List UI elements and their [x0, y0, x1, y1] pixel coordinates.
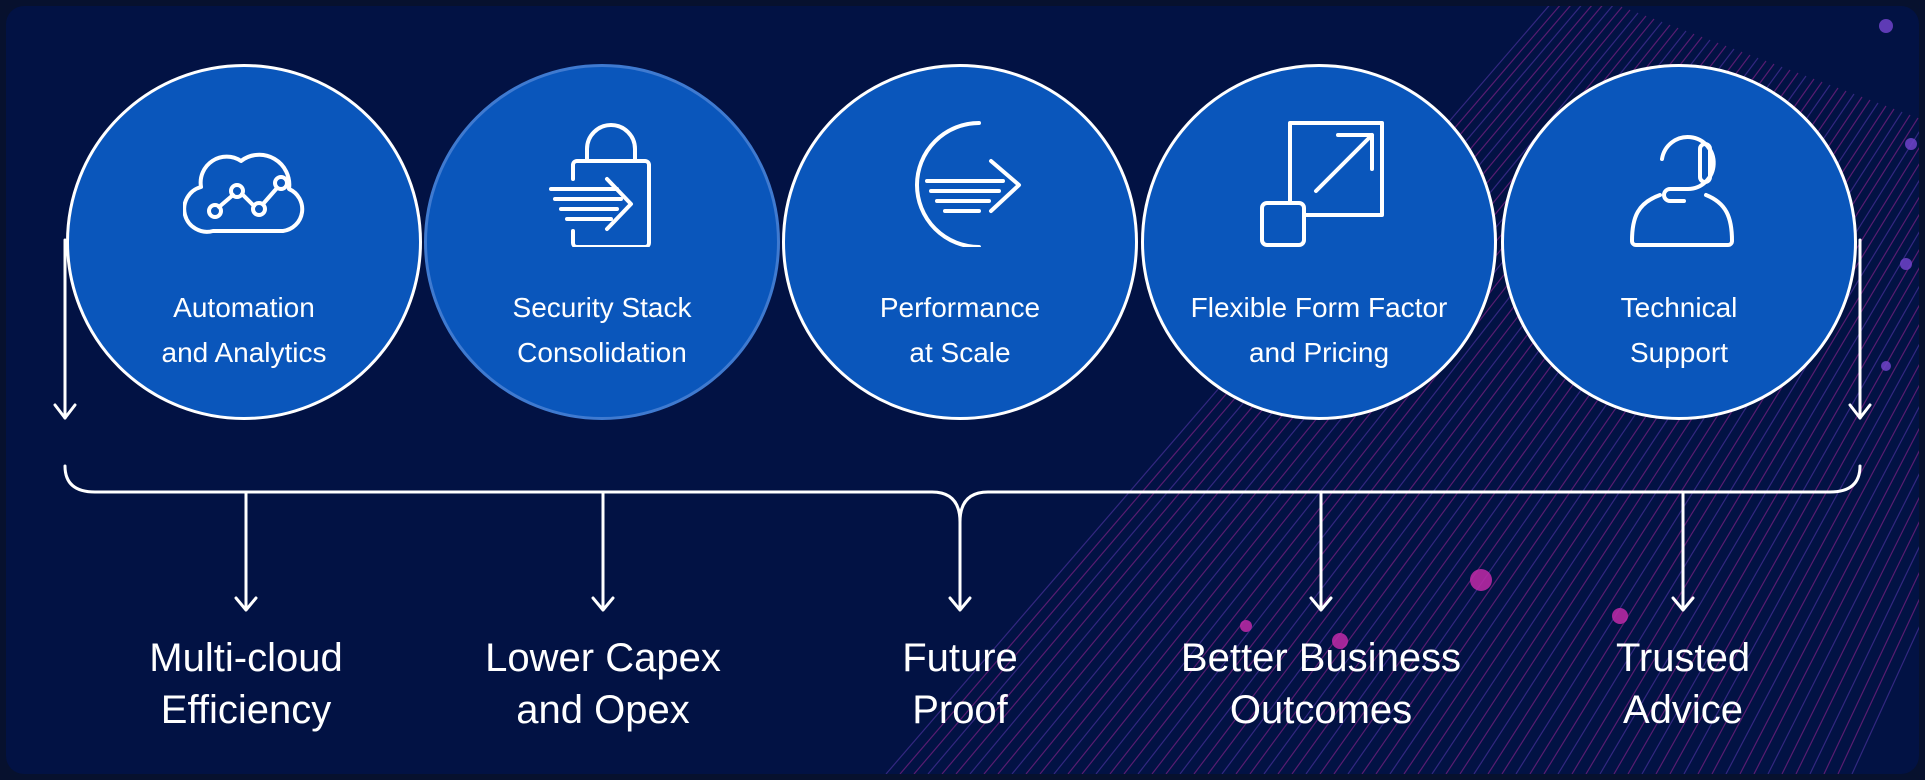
mesh-node [1900, 258, 1912, 270]
right-side-arrowhead [1848, 403, 1872, 420]
mesh-line [1543, 163, 1919, 774]
speed-arrow-icon [915, 121, 1021, 247]
mesh-line [1655, 304, 1919, 774]
mesh-node [1240, 620, 1252, 632]
mesh-node [1905, 138, 1917, 150]
lock-arrow-icon [549, 123, 651, 247]
mesh-node [1332, 633, 1348, 649]
mesh-node [1881, 361, 1891, 371]
outcome-arrow-2 [591, 490, 615, 612]
outcome-arrow-5 [1671, 490, 1695, 612]
outcome-arrow-3 [948, 520, 972, 612]
mesh-line [1627, 267, 1919, 774]
mesh-node [1879, 19, 1893, 33]
headset-agent-icon [1630, 135, 1734, 247]
mesh-line [1851, 626, 1919, 774]
mesh-line [1837, 598, 1919, 774]
cloud-analytics-icon [183, 152, 305, 234]
mesh-line [1683, 343, 1919, 774]
mesh-line [1599, 231, 1919, 774]
mesh-line [1641, 285, 1919, 774]
mesh-line [1529, 146, 1919, 774]
mesh-line [1613, 249, 1919, 774]
mesh-node [1612, 608, 1628, 624]
left-side-arrowhead [53, 403, 77, 420]
mesh-line [1739, 427, 1919, 774]
mesh-line [1697, 364, 1919, 774]
mesh-line [1823, 572, 1919, 774]
mesh-line [1515, 131, 1919, 774]
mesh-line [1767, 473, 1919, 774]
resize-expand-icon [1260, 121, 1384, 247]
outcome-arrow-1 [234, 490, 258, 612]
mesh-line [1781, 496, 1919, 774]
mesh-line [1725, 406, 1919, 774]
mesh-node [1470, 569, 1492, 591]
mesh-line [1557, 179, 1919, 774]
mesh-line [1795, 521, 1919, 774]
mesh-line [1585, 213, 1919, 774]
grouping-brace [63, 464, 1862, 524]
mesh-line [1809, 546, 1919, 774]
outcome-arrow-4 [1309, 490, 1333, 612]
mesh-line [1711, 384, 1919, 774]
mesh-line [1753, 450, 1919, 774]
mesh-line [1669, 323, 1919, 774]
mesh-line [1571, 196, 1919, 774]
